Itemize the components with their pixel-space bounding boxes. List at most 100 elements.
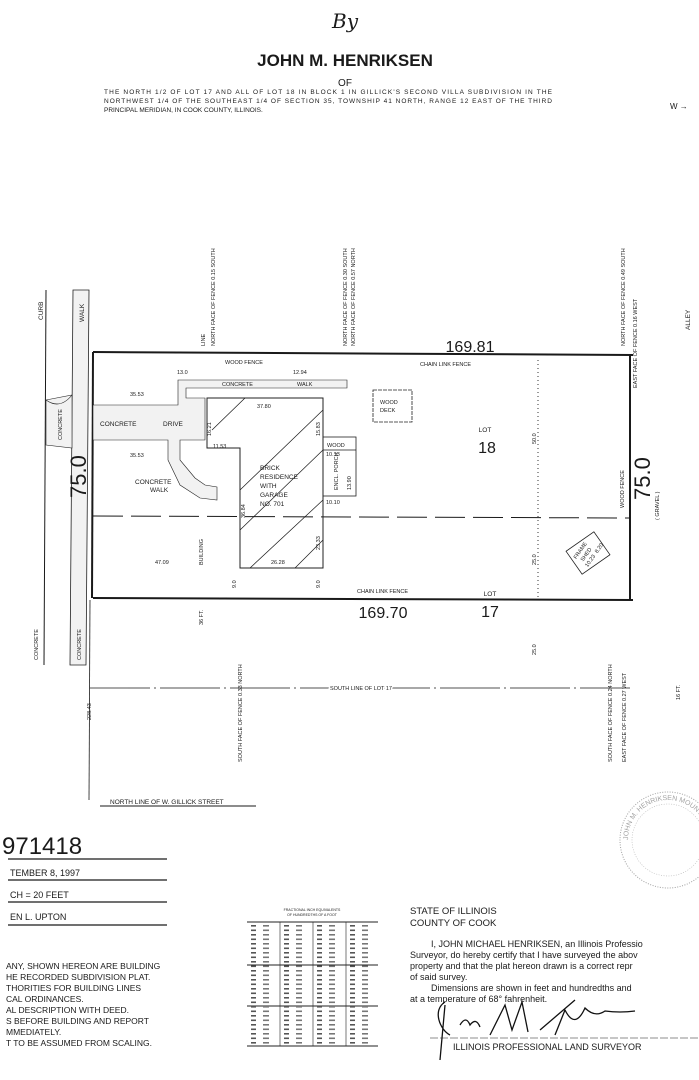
table-rule <box>362 965 368 968</box>
table-rule <box>263 988 269 990</box>
table-rule <box>263 943 269 945</box>
table-rule <box>362 992 368 995</box>
table-rule <box>350 956 355 959</box>
table-rule <box>284 1037 289 1040</box>
measurement: 15.83 <box>316 422 322 436</box>
table-rule <box>284 961 289 963</box>
top-dimension: 169.81 <box>446 339 495 356</box>
table-rule <box>251 992 256 995</box>
table-rule <box>296 1024 302 1026</box>
table-rule <box>284 974 289 977</box>
legal-description-line: PRINCIPAL MERIDIAN, IN COOK COUNTY, ILLI… <box>104 107 263 114</box>
measurement: 10.10 <box>326 500 340 506</box>
table-rule <box>362 974 368 977</box>
sidewalk <box>43 289 90 666</box>
table-rule <box>329 974 335 977</box>
table-rule <box>284 925 289 927</box>
table-rule <box>263 961 269 963</box>
deck-label: DECK <box>380 408 396 414</box>
chain-link-fence-label: CHAIN LINK FENCE <box>357 589 408 595</box>
porch-wood-label: WOOD <box>327 443 345 449</box>
measurement: 50.0 <box>532 433 538 444</box>
table-rule <box>317 970 322 972</box>
table-rule <box>251 1006 256 1008</box>
table-rule <box>263 1037 269 1040</box>
table-rule <box>362 934 368 936</box>
residence-label: WITH <box>260 483 277 490</box>
table-rule <box>296 1006 302 1008</box>
north-arrow: W → <box>670 102 688 111</box>
table-rule <box>362 938 368 941</box>
street-line-label: NORTH LINE OF W. GILLICK STREET <box>110 799 224 806</box>
measurement: 9.0 <box>316 580 322 588</box>
table-rule <box>317 956 322 959</box>
note-line: THORITIES FOR BUILDING LINES <box>6 983 141 993</box>
scale: CH = 20 FEET <box>10 890 69 900</box>
table-rule <box>296 965 302 968</box>
table-rule <box>317 1024 322 1026</box>
table-rule <box>362 1024 368 1026</box>
table-rule <box>350 961 355 963</box>
legal-description-line: NORTHWEST 1/4 OF THE SOUTHEAST 1/4 OF SE… <box>104 98 552 105</box>
table-rule <box>329 943 335 945</box>
table-rule <box>317 943 322 945</box>
measurement: 26.28 <box>271 560 285 566</box>
certificate-line: of said survey. <box>410 972 467 982</box>
note-line: T TO BE ASSUMED FROM SCALING. <box>6 1038 152 1048</box>
table-rule <box>350 943 355 945</box>
table-rule <box>362 1033 368 1035</box>
table-rule <box>350 979 355 981</box>
table-rule <box>251 952 256 954</box>
table-rule <box>350 1015 355 1017</box>
legal-description-line: THE NORTH 1/2 OF LOT 17 AND ALL OF LOT 1… <box>104 89 553 96</box>
lot17-label: LOT <box>484 591 497 598</box>
measurements: 13.0 12.94 35.53 35.53 37.80 11.53 47.09… <box>130 370 538 655</box>
table-rule <box>329 947 335 950</box>
table-rule <box>362 970 368 972</box>
table-rule <box>251 988 256 990</box>
table-rule <box>296 1028 302 1031</box>
signature <box>437 999 636 1061</box>
measurement: 23.33 <box>316 536 322 550</box>
table-rule <box>284 970 289 972</box>
table-rule <box>329 992 335 995</box>
table-rule <box>284 1042 289 1044</box>
table-rule <box>284 956 289 959</box>
table-rule <box>329 929 335 932</box>
residence-label: GARAGE <box>260 492 288 499</box>
table-rule <box>251 965 256 968</box>
table-rule <box>350 988 355 990</box>
table-rule <box>296 934 302 936</box>
table-rule <box>350 1006 355 1008</box>
surveyor-seal: JOHN M. HENRIKSEN MOUNT PROSPECT ILLINOI… <box>0 0 699 889</box>
table-rule <box>263 947 269 950</box>
wood-fence-label: WOOD FENCE <box>620 470 626 508</box>
table-rule <box>251 970 256 972</box>
table-rule <box>263 992 269 995</box>
alley-label: ALLEY <box>685 309 692 330</box>
table-rule <box>350 983 355 986</box>
table-rule <box>284 929 289 932</box>
certificate-line: Surveyor, do hereby certify that I have … <box>410 950 638 960</box>
table-rule <box>296 938 302 941</box>
table-rule <box>329 1028 335 1031</box>
table-rule <box>317 1006 322 1008</box>
table-rule <box>362 1028 368 1031</box>
table-rule <box>263 1024 269 1026</box>
table-rule <box>284 983 289 986</box>
certificate-line: property and that the plat hereon drawn … <box>410 961 633 971</box>
table-rule <box>350 965 355 968</box>
table-rule <box>329 1001 335 1004</box>
lot18-number: 18 <box>478 440 496 457</box>
table-rule <box>296 979 302 981</box>
table-rule <box>263 1006 269 1008</box>
table-rule <box>263 979 269 981</box>
table-rule <box>350 1019 355 1022</box>
residence-label: BRICK <box>260 465 281 472</box>
state-label: STATE OF ILLINOIS <box>410 906 497 917</box>
table-rule <box>362 983 368 986</box>
table-rule <box>362 1010 368 1013</box>
table-rule <box>251 1042 256 1044</box>
table-rule <box>251 1019 256 1022</box>
